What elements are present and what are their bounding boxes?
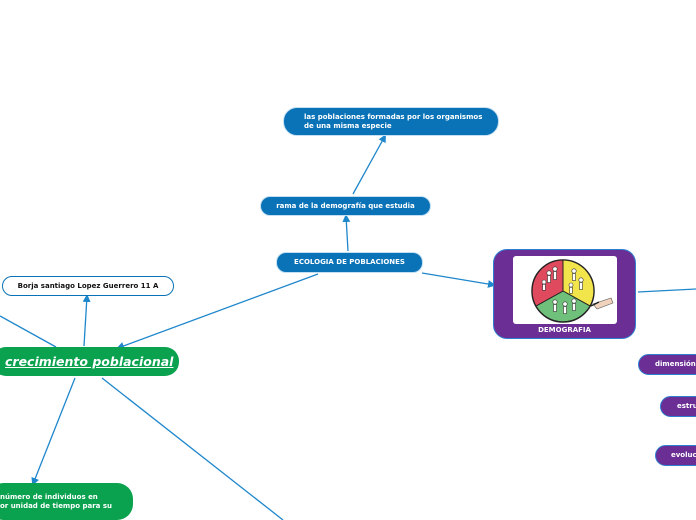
edge-ecology-demografia (421, 272, 496, 288)
node-evolucion-label: evoluc (671, 451, 696, 459)
node-central-label: crecimiento poblacional (5, 354, 174, 369)
node-individuals[interactable]: número de individuos en or unidad de tie… (0, 483, 133, 520)
node-dimension-label: dimensión (655, 360, 696, 368)
node-central[interactable]: crecimiento poblacional (0, 347, 179, 376)
node-branch-label: rama de la demografía que estudia (276, 201, 415, 210)
node-author[interactable]: Borja santiago Lopez Guerrero 11 A (2, 276, 174, 296)
edge-ecology-central (116, 273, 319, 350)
node-ecology[interactable]: ECOLOGIA DE POBLACIONES (276, 252, 423, 273)
node-demografia-label: DEMOGRAFIA (538, 326, 591, 334)
edge-central-author (82, 294, 91, 347)
node-demografia[interactable]: DEMOGRAFIA (493, 249, 636, 339)
node-estructura-label: estru (677, 402, 696, 410)
node-branch[interactable]: rama de la demografía que estudia (260, 196, 431, 216)
edge-left-offscreen (0, 315, 57, 348)
node-individuals-label: número de individuos en or unidad de tie… (0, 492, 112, 510)
edge-central-individuals (31, 377, 76, 486)
node-dimension[interactable]: dimensión (638, 354, 696, 375)
node-species-label: las poblaciones formadas por los organis… (304, 112, 483, 130)
edge-ecology-branch (342, 214, 351, 252)
edge-central-offscreen (101, 377, 284, 520)
node-evolucion[interactable]: evoluc (655, 445, 696, 466)
population-pie-icon (530, 259, 613, 323)
node-ecology-label: ECOLOGIA DE POBLACIONES (294, 258, 405, 266)
edge-demografia-right (637, 288, 696, 293)
node-species[interactable]: las poblaciones formadas por los organis… (283, 107, 499, 136)
demography-illustration (512, 256, 617, 324)
edge-branch-species (352, 134, 386, 195)
node-estructura[interactable]: estru (660, 396, 696, 417)
node-author-label: Borja santiago Lopez Guerrero 11 A (17, 281, 159, 290)
